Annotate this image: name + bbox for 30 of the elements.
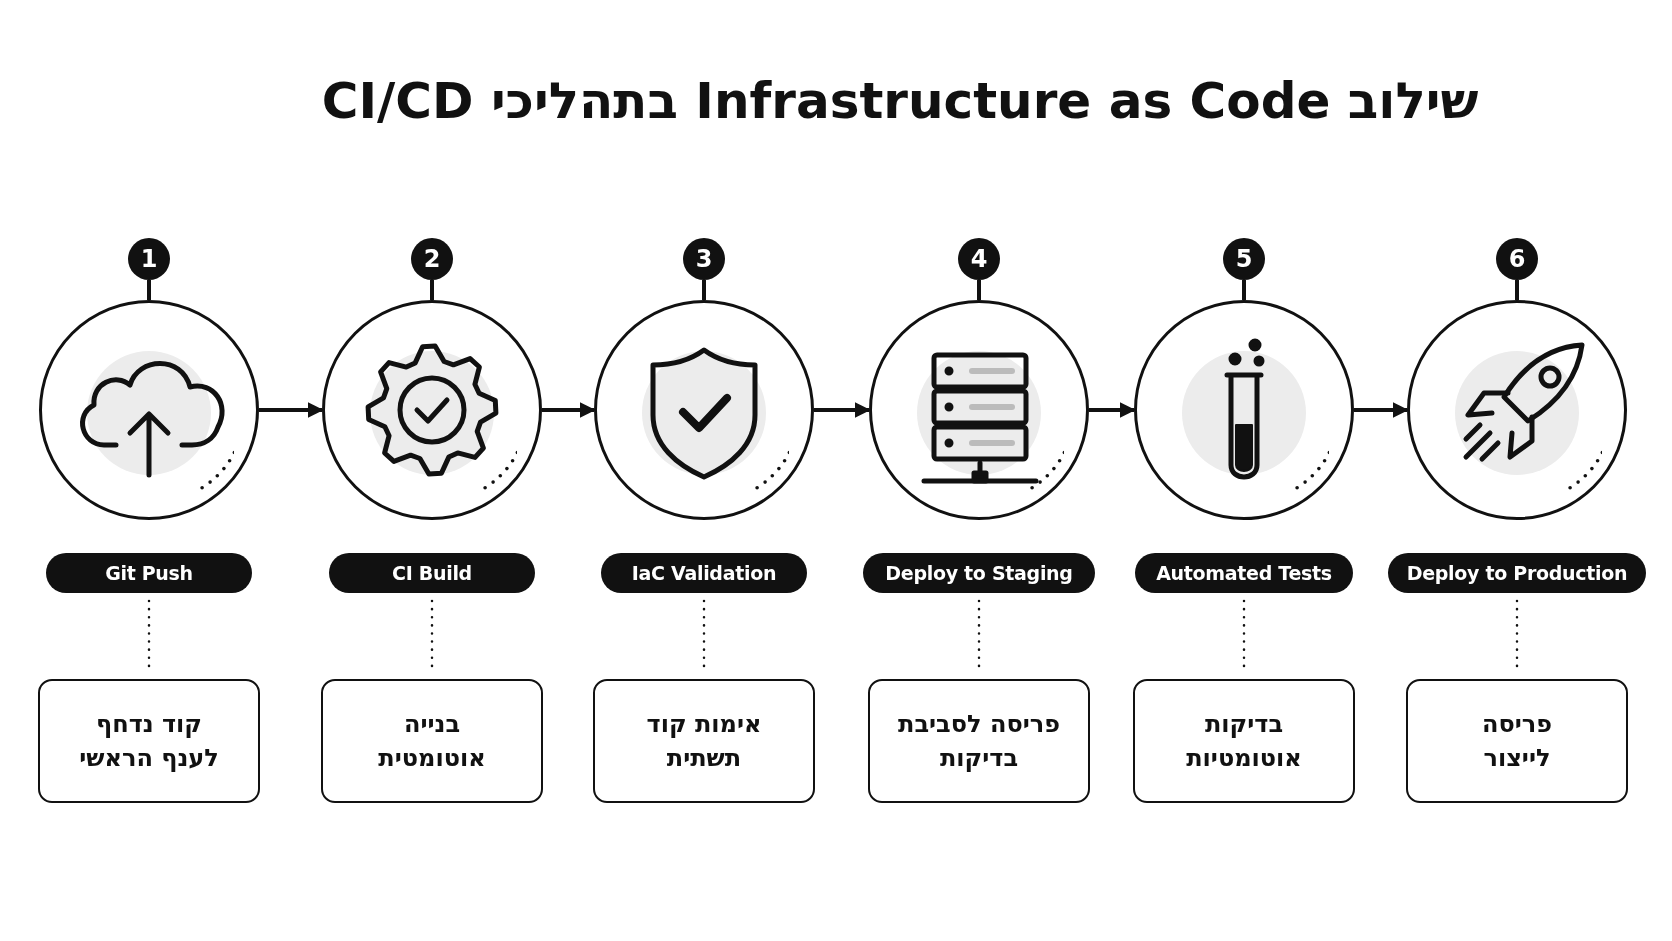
connector-line [147, 280, 151, 300]
description-box: קוד נדחף לענף הראשי [38, 679, 260, 803]
step-number: 3 [683, 238, 725, 280]
connector-line [1515, 280, 1519, 300]
title: שילוב Infrastructure as Code בתהליכי CI/CD [321, 72, 1479, 130]
description-box: פריסה לייצור [1406, 679, 1628, 803]
connector-line [702, 280, 706, 300]
description-box: בנייה אוטומטית [321, 679, 543, 803]
step-label: Automated Tests [1135, 553, 1353, 593]
arrow [814, 402, 871, 418]
step-label: Deploy to Production [1388, 553, 1646, 593]
step-number: 2 [411, 238, 453, 280]
arrow [259, 402, 324, 418]
arrow [542, 402, 596, 418]
description-box: אימות קוד תשתית [593, 679, 815, 803]
step-number: 5 [1223, 238, 1265, 280]
connector-line [977, 280, 981, 300]
step-number: 6 [1496, 238, 1538, 280]
step-label: CI Build [329, 553, 535, 593]
step-label: Deploy to Staging [863, 553, 1095, 593]
connector-line [1242, 280, 1246, 300]
description-box: פריסה לסביבת בדיקות [868, 679, 1090, 803]
description-box: בדיקות אוטומטיות [1133, 679, 1355, 803]
arrow [1354, 402, 1409, 418]
step-number: 1 [128, 238, 170, 280]
arrow [1089, 402, 1136, 418]
step-label: Git Push [46, 553, 252, 593]
step-label: IaC Validation [601, 553, 807, 593]
step-number: 4 [958, 238, 1000, 280]
connector-line [430, 280, 434, 300]
